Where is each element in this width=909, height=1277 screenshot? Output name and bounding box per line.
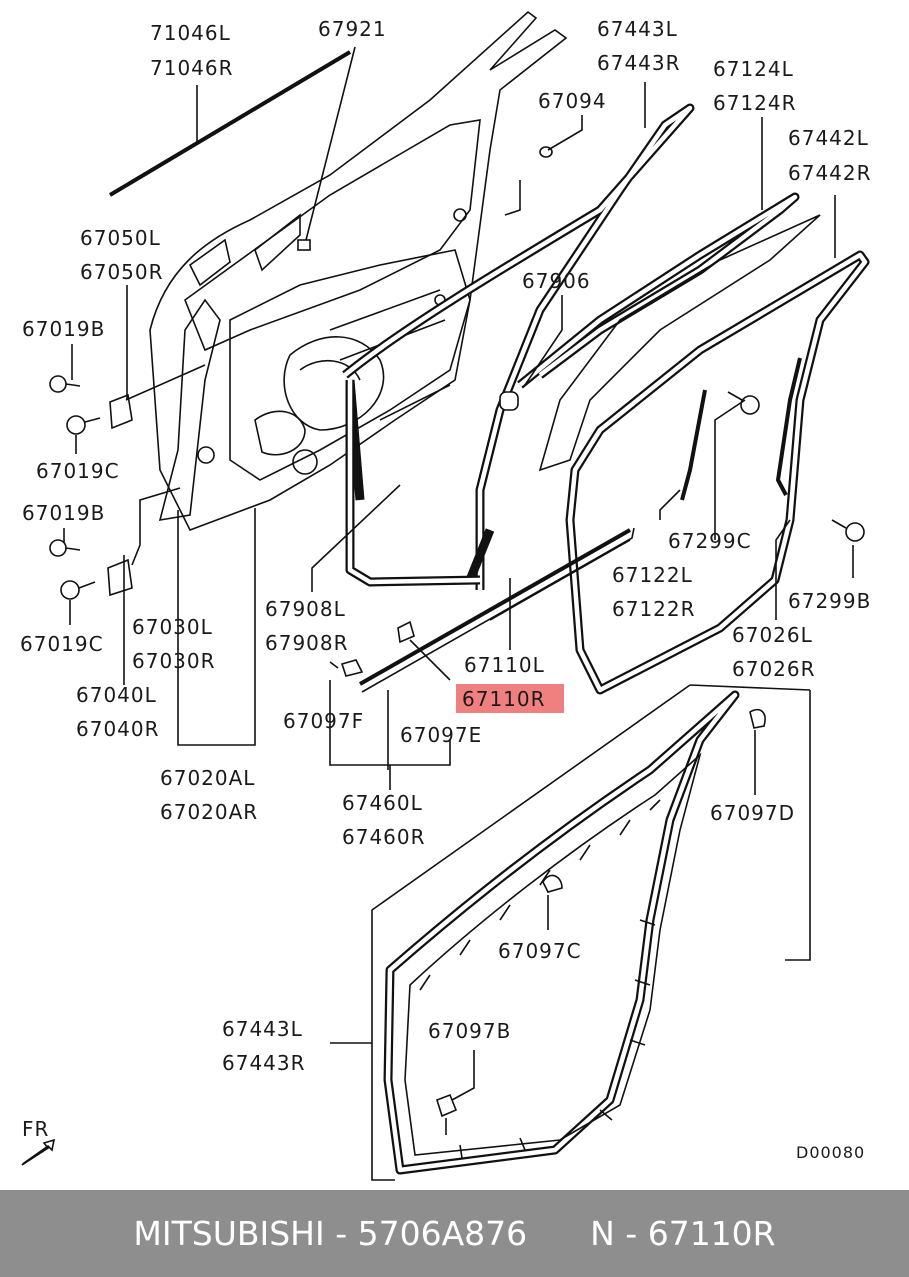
label-fr: FR — [22, 1117, 49, 1141]
footer-gap — [527, 1214, 590, 1253]
label-67110r: 67110R — [462, 687, 546, 711]
label-67097c: 67097C — [498, 939, 582, 963]
footer-brand: MITSUBISHI — [133, 1214, 325, 1253]
label-67110l: 67110L — [464, 653, 545, 677]
hinges-drawing — [49, 375, 865, 600]
label-67019c-1: 67019C — [36, 459, 120, 483]
label-67094: 67094 — [538, 89, 607, 113]
highlight-67110r-box — [456, 684, 564, 713]
label-67122l: 67122L — [612, 563, 693, 587]
belt-moulding-drawing — [340, 527, 635, 693]
label-67442l: 67442L — [788, 126, 869, 150]
label-67020ar: 67020AR — [160, 800, 258, 824]
label-67020al: 67020AL — [160, 766, 255, 790]
leader-lines — [21, 46, 854, 1181]
label-67097d: 67097D — [710, 801, 795, 825]
label-67026l: 67026L — [732, 623, 813, 647]
label-67460r: 67460R — [342, 825, 426, 849]
label-67019b-2: 67019B — [22, 501, 105, 525]
label-67040r: 67040R — [76, 717, 160, 741]
label-67050r: 67050R — [80, 260, 164, 284]
diagram-code: D00080 — [796, 1143, 865, 1162]
label-67124r: 67124R — [713, 91, 797, 115]
label-67026r: 67026R — [732, 657, 816, 681]
label-67443l-top: 67443L — [597, 17, 678, 41]
label-67040l: 67040L — [76, 683, 157, 707]
label-67921: 67921 — [318, 17, 387, 41]
label-67908r: 67908R — [265, 631, 349, 655]
label-67299c: 67299C — [668, 529, 752, 553]
label-67050l: 67050L — [80, 226, 161, 250]
label-67443l-bottom: 67443L — [222, 1017, 303, 1041]
footer-bar: MITSUBISHI - 5706A876 N - 67110R — [0, 1190, 909, 1277]
label-67906: 67906 — [522, 269, 591, 293]
door-shell-drawing — [149, 10, 568, 532]
window-seals-drawing — [342, 103, 870, 695]
label-67030r: 67030R — [132, 649, 216, 673]
footer-ref: N - 67110R — [590, 1214, 776, 1253]
label-67019b-1: 67019B — [22, 317, 105, 341]
label-67299b: 67299B — [788, 589, 871, 613]
label-67460l: 67460L — [342, 791, 423, 815]
label-71046r: 71046R — [150, 56, 234, 80]
footer-sep: - — [324, 1214, 358, 1253]
label-67097f: 67097F — [283, 709, 364, 733]
footer-part-number: 5706A876 — [357, 1214, 528, 1253]
label-67097b: 67097B — [428, 1019, 511, 1043]
label-71046l: 71046L — [150, 21, 231, 45]
parts-diagram: 71046L 71046R 67921 67443L 67443R 67094 … — [20, 10, 872, 1181]
label-67442r: 67442R — [788, 161, 872, 185]
label-67443r-top: 67443R — [597, 51, 681, 75]
label-67097e: 67097E — [400, 723, 482, 747]
label-67030l: 67030L — [132, 615, 213, 639]
label-67019c-2: 67019C — [20, 632, 104, 656]
label-67443r-bottom: 67443R — [222, 1051, 306, 1075]
label-67124l: 67124L — [713, 57, 794, 81]
label-67122r: 67122R — [612, 597, 696, 621]
opening-weatherstrip-drawing — [383, 690, 766, 1175]
label-67908l: 67908L — [265, 597, 346, 621]
